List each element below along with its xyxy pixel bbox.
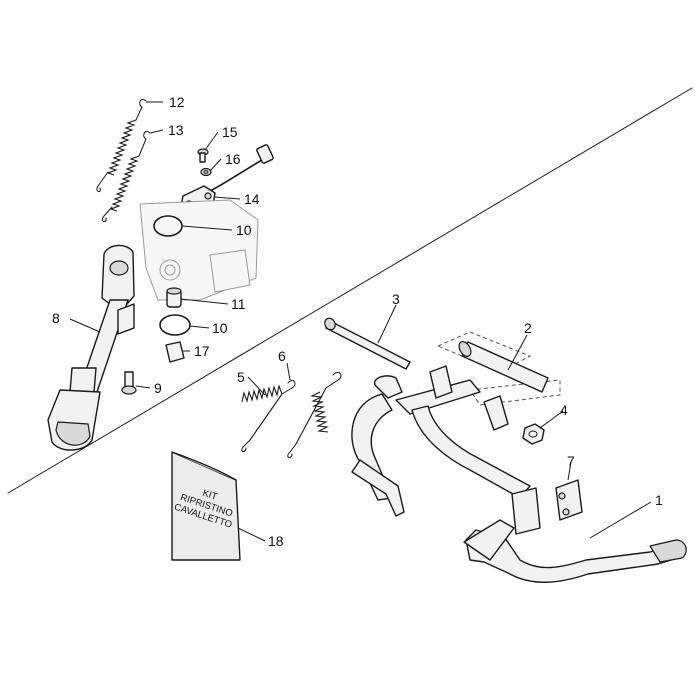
nut-16 xyxy=(200,167,212,177)
leader-lines xyxy=(69,101,652,542)
clip-17 xyxy=(165,341,185,363)
spring-13 xyxy=(101,130,151,223)
sleeve-2 xyxy=(458,341,549,393)
centre-stand-1 xyxy=(351,365,687,583)
callout-9: 9 xyxy=(154,380,162,396)
callout-4: 4 xyxy=(560,402,568,418)
nut-4 xyxy=(522,423,545,445)
callout-13: 13 xyxy=(168,122,184,138)
callout-6: 6 xyxy=(278,348,286,364)
side-stand-bracket-ghost xyxy=(139,199,259,301)
callout-10-lower: 10 xyxy=(212,320,228,336)
callout-1: 1 xyxy=(655,492,663,508)
callout-7: 7 xyxy=(567,453,575,469)
callout-17: 17 xyxy=(194,343,210,359)
side-stand-8 xyxy=(47,244,135,451)
spring-6 xyxy=(287,371,342,459)
callout-15: 15 xyxy=(222,124,238,140)
bushing-11 xyxy=(166,287,182,308)
section-divider xyxy=(7,87,693,494)
callout-2: 2 xyxy=(524,320,532,336)
callout-5: 5 xyxy=(237,369,245,385)
spring-5 xyxy=(241,379,296,453)
callout-16: 16 xyxy=(225,151,241,167)
spring-12 xyxy=(96,98,147,193)
callout-18: 18 xyxy=(268,533,284,549)
callout-14: 14 xyxy=(244,191,260,207)
callout-11: 11 xyxy=(231,296,246,312)
callout-12: 12 xyxy=(169,94,185,110)
kit-bag-18: KIT RIPRISTINO CAVALLETTO xyxy=(171,451,241,561)
callout-3: 3 xyxy=(392,291,400,307)
assembly-guide-lower xyxy=(469,379,561,406)
callout-labels: 12 13 15 16 14 10 11 10 17 8 9 3 2 4 6 5… xyxy=(52,94,663,549)
bolt-9 xyxy=(121,371,137,395)
screw-15 xyxy=(197,148,209,163)
kit-label-line1: KIT xyxy=(201,488,219,503)
pin-3 xyxy=(324,317,411,370)
callout-10-upper: 10 xyxy=(236,222,252,238)
o-ring-10-lower xyxy=(159,314,191,336)
callout-8: 8 xyxy=(52,310,60,326)
bracket-7 xyxy=(555,479,583,521)
